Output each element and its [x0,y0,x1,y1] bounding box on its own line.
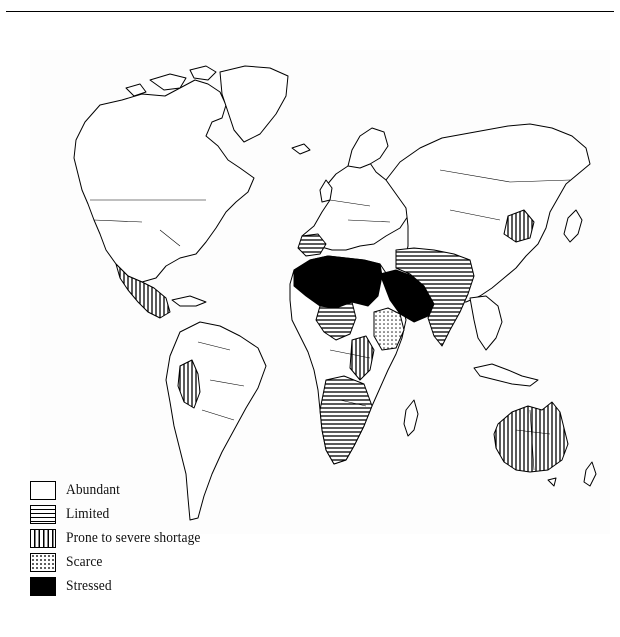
north-america [73,79,255,283]
map-legend: Abundant Limited Prone to severe shortag… [30,478,290,598]
country-borders [90,169,571,471]
iceland [291,143,311,155]
region-south-asia [395,247,475,347]
legend-swatch-scarce [30,552,56,572]
indonesia [473,363,539,387]
legend-swatch-severe [30,528,56,548]
madagascar [403,399,419,437]
arctic-islands [125,65,217,97]
legend-label: Prone to severe shortage [66,529,201,546]
legend-label: Abundant [66,481,120,498]
new-zealand [547,461,597,487]
region-mexico [115,263,171,319]
region-east-africa [349,335,375,381]
australia [493,401,569,473]
region-west-africa [315,301,357,341]
region-iberia [297,233,327,257]
region-horn-of-africa [373,307,405,351]
southeast-asia [469,295,503,351]
world-map-svg [73,65,597,521]
legend-label: Stressed [66,577,112,594]
legend-swatch-limited [30,504,56,524]
region-north-africa [293,255,383,309]
japan [563,209,583,243]
region-peru [177,359,201,409]
legend-item-severe: Prone to severe shortage [30,526,290,550]
world-map [30,50,610,534]
top-divider [6,11,614,12]
region-southern-africa [319,375,373,465]
legend-label: Scarce [66,553,103,570]
scandinavia [347,127,389,169]
legend-item-limited: Limited [30,502,290,526]
legend-item-scarce: Scarce [30,550,290,574]
caribbean [171,295,207,307]
legend-item-abundant: Abundant [30,478,290,502]
legend-swatch-stressed [30,576,56,596]
legend-label: Limited [66,505,110,522]
greenland [219,65,289,143]
legend-swatch-abundant [30,480,56,500]
uk [319,179,333,203]
legend-item-stressed: Stressed [30,574,290,598]
region-northeast-china [503,209,535,243]
